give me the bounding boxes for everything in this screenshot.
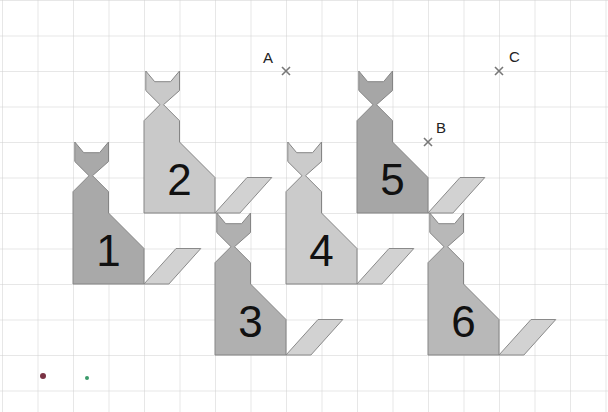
cat-number: 3 <box>238 297 262 346</box>
number-holder: 4 <box>286 229 357 273</box>
point-label-holder: B <box>436 120 446 135</box>
cat-number: 1 <box>96 226 120 275</box>
number-holder: 1 <box>73 229 144 273</box>
cat-shape <box>356 70 486 214</box>
cat-figure: 2 <box>143 70 273 214</box>
number-holder: 6 <box>428 300 499 344</box>
point-label-holder: C <box>509 49 520 64</box>
speck <box>85 376 89 380</box>
cat-number: 5 <box>380 155 404 204</box>
point-label: B <box>436 119 446 136</box>
point-label-holder: A <box>263 50 273 65</box>
cat-shape <box>427 212 557 356</box>
cat-figure: 6 <box>427 212 557 356</box>
point-label: C <box>509 48 520 65</box>
cat-number: 4 <box>309 226 333 275</box>
point-label: A <box>263 49 273 66</box>
number-holder: 2 <box>144 158 215 202</box>
speck <box>40 373 46 379</box>
number-holder: 3 <box>215 300 286 344</box>
cat-number: 2 <box>167 155 191 204</box>
cat-figure: 5 <box>356 70 486 214</box>
number-holder: 5 <box>357 158 428 202</box>
cat-shape <box>143 70 273 214</box>
cat-number: 6 <box>451 297 475 346</box>
